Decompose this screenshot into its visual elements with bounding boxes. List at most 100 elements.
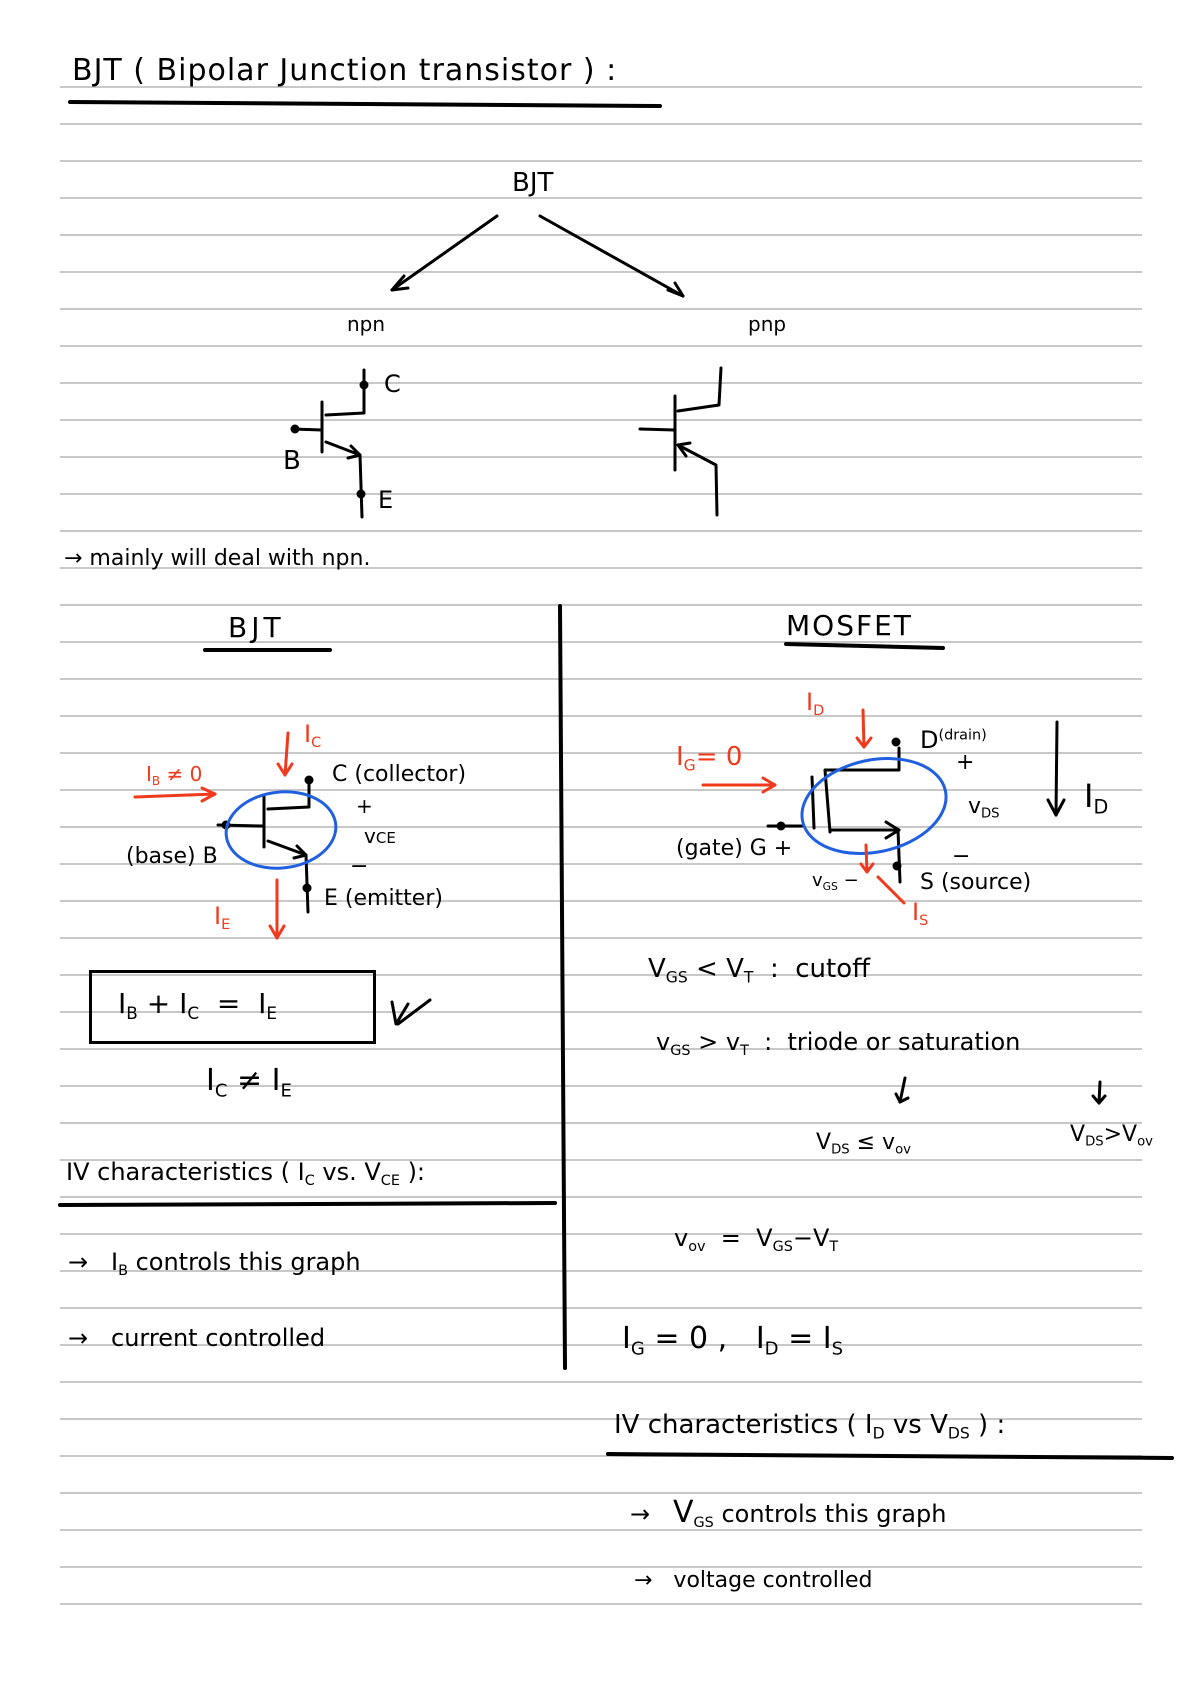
bjt-collector-label: C (collector) — [332, 762, 467, 787]
eq-equals: = — [216, 987, 241, 1020]
bjt-iv-heading: IV characteristics ( IC vs. VCE ): — [66, 1160, 425, 1188]
kcl-equation: IB + IC = IE — [118, 990, 277, 1022]
neq-ie-sub: E — [280, 1080, 292, 1102]
eq-ic: I — [179, 987, 188, 1020]
mosfet-iv-heading-end: ) : — [969, 1410, 1006, 1440]
vgs-subscript: GS — [822, 879, 838, 893]
mosfet-bullet-1: → VGS controls this graph — [630, 1495, 947, 1532]
bullet-sub: B — [118, 1263, 128, 1280]
bullet-text: controls this graph — [127, 1248, 361, 1276]
sc-b-sub: ov — [1137, 1134, 1153, 1150]
ig-symbol: I — [676, 742, 684, 772]
npn-base-label: B — [283, 446, 301, 476]
ib-symbol: I — [146, 762, 152, 786]
ce-op2: = — [788, 1321, 814, 1356]
arrow-right-icon: → — [634, 1568, 653, 1593]
ic-subscript: C — [311, 735, 322, 752]
eq-ib-sub: B — [126, 1002, 138, 1023]
ib-relation: ≠ 0 — [166, 762, 203, 786]
vds-plus: + — [956, 750, 975, 775]
npn-collector-label: C — [384, 370, 401, 398]
tc-b: v — [882, 1130, 896, 1155]
tc-a: V — [816, 1130, 832, 1155]
ce-a: I — [622, 1321, 631, 1356]
is-subscript: S — [919, 913, 929, 930]
bullet-symbol: I — [111, 1248, 119, 1276]
neq-ie: I — [271, 1063, 281, 1098]
mosfet-iv-heading-sub: D — [872, 1424, 885, 1443]
ig-subscript: G — [683, 756, 696, 775]
mosfet-gate-label: (gate) G + — [676, 836, 793, 861]
ce-a-sub: G — [630, 1338, 645, 1360]
vds-subscript: DS — [981, 806, 1000, 822]
vov-op: = — [720, 1224, 741, 1252]
triode-condition: VDS ≤ vov — [816, 1132, 911, 1157]
vov-a-sub: ov — [688, 1239, 706, 1256]
cond-lhs: v — [656, 1028, 671, 1056]
bjt-iv-heading-end: ): — [399, 1158, 426, 1186]
ce-c-sub: S — [831, 1338, 844, 1360]
neq-ic-sub: C — [214, 1080, 228, 1102]
vds-symbol: v — [968, 794, 982, 819]
tc-op: ≤ — [856, 1130, 876, 1155]
bjt-iv-heading-mid: vs. V — [314, 1158, 381, 1186]
vov-b-sub: GS — [772, 1239, 793, 1256]
mosfet-bullet-2: → voltage controlled — [634, 1570, 873, 1592]
ic-symbol: I — [304, 720, 312, 748]
bjt-iv-heading-sub2: CE — [380, 1173, 400, 1190]
vov-b: V — [756, 1224, 773, 1252]
npn-emitter-label: E — [378, 486, 394, 514]
id-right-symbol: I — [1084, 777, 1094, 815]
bullet-text: controls this graph — [713, 1500, 947, 1528]
bullet-symbol: V — [673, 1495, 694, 1530]
ce-b-sub: D — [764, 1338, 779, 1360]
bjt-emitter-label: E (emitter) — [324, 886, 443, 911]
cond-sep: : — [769, 954, 779, 984]
vce-plus: + — [356, 794, 373, 818]
bjt-bullet-2: → current controlled — [68, 1326, 325, 1350]
mosfet-drain-label: D(drain) — [920, 728, 987, 752]
cond-lhs-sub: GS — [670, 1043, 691, 1060]
neq-symbol: ≠ — [236, 1063, 263, 1098]
bullet-sub: GS — [693, 1515, 714, 1532]
eq-ic-sub: C — [187, 1002, 200, 1023]
bjt-iv-heading-sub: C — [304, 1173, 315, 1190]
vov-a: v — [674, 1224, 689, 1252]
tc-b-sub: ov — [895, 1142, 911, 1158]
mosfet-ig-label: IG= 0 — [676, 744, 742, 774]
bjt-ib-label: IB ≠ 0 — [146, 764, 202, 787]
cond-rhs: V — [726, 954, 744, 984]
eq-ie: I — [258, 987, 267, 1020]
drain-letter: D — [920, 726, 939, 754]
sc-a: V — [1070, 1122, 1086, 1147]
sc-op: > — [1103, 1122, 1123, 1147]
cond-rhs: v — [725, 1028, 741, 1056]
cond-sep: : — [764, 1028, 773, 1056]
ruled-lines — [60, 0, 1142, 1696]
neq-ic: I — [206, 1063, 215, 1098]
vce-subscript: CE — [375, 829, 396, 847]
page-title: BJT ( Bipolar Junction transistor ) : — [72, 53, 618, 88]
saturation-condition: VDS>Vov — [1070, 1124, 1153, 1149]
arrow-right-icon: → — [630, 1500, 651, 1528]
eq-plus: + — [146, 987, 171, 1020]
mosfet-source-label: S (source) — [920, 870, 1032, 895]
cond-rhs-sub: T — [740, 1043, 749, 1060]
tree-root-label: BJT — [512, 168, 554, 198]
ce-c: I — [822, 1321, 832, 1356]
id-right-sub: D — [1093, 795, 1109, 819]
vce-symbol: v — [364, 824, 376, 848]
vgs-minus: − — [843, 870, 859, 891]
sc-a-sub: DS — [1085, 1134, 1104, 1150]
cond-lhs: V — [648, 954, 666, 984]
vov-equation: vov = VGS−VT — [674, 1226, 838, 1254]
ce-b: I — [755, 1321, 765, 1356]
cond-result: cutoff — [795, 954, 871, 984]
mosfet-is-label: IS — [912, 900, 928, 928]
npn-note: → mainly will deal with npn. — [64, 546, 371, 571]
vds-minus: − — [952, 844, 971, 869]
bullet-text: current controlled — [111, 1324, 326, 1352]
vds-label: vDS — [968, 796, 1000, 821]
vov-c: V — [813, 1224, 830, 1252]
